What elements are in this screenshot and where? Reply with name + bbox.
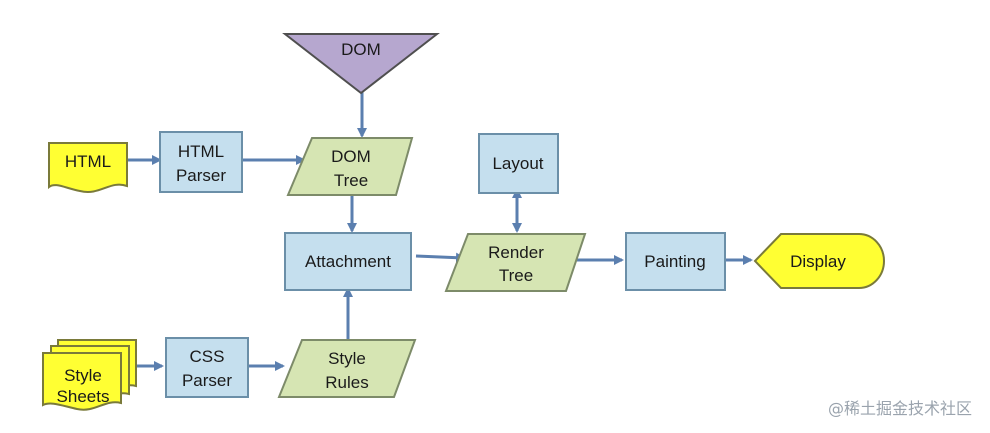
- style-sheets-label-line2: Sheets: [57, 387, 110, 406]
- watermark: @稀土掘金技术社区: [827, 399, 972, 418]
- css-parser-label-line2: Parser: [182, 371, 232, 390]
- display-label: Display: [790, 252, 846, 271]
- style-sheets-node: Style Sheets: [42, 339, 137, 411]
- dom-tree-label-line1: DOM: [331, 147, 371, 166]
- attachment-node: Attachment: [284, 232, 412, 291]
- dom-node: DOM: [282, 33, 440, 95]
- html-parser-node: HTML Parser: [159, 131, 243, 193]
- display-node: Display: [753, 233, 885, 289]
- layout-node: Layout: [478, 133, 559, 194]
- attachment-label: Attachment: [305, 252, 391, 271]
- render-tree-label-line2: Tree: [499, 266, 533, 285]
- html-label: HTML: [65, 152, 111, 171]
- html-document-node: HTML: [48, 142, 128, 193]
- dom-tree-label-line2: Tree: [334, 171, 368, 190]
- css-parser-label-line1: CSS: [190, 347, 225, 366]
- style-rules-label-line2: Rules: [325, 373, 368, 392]
- render-tree-label-line1: Render: [488, 243, 544, 262]
- html-parser-label-line1: HTML: [178, 142, 224, 161]
- style-rules-label-line1: Style: [328, 349, 366, 368]
- html-parser-label-line2: Parser: [176, 166, 226, 185]
- layout-label: Layout: [492, 154, 543, 173]
- arrows: [128, 92, 753, 371]
- render-tree-node: Render Tree: [444, 233, 587, 292]
- style-sheets-label-line1: Style: [64, 366, 102, 385]
- arrow-attachment-to-rendertree: [415, 252, 466, 263]
- painting-label: Painting: [644, 252, 705, 271]
- css-parser-node: CSS Parser: [165, 337, 249, 398]
- dom-tree-node: DOM Tree: [286, 137, 414, 196]
- painting-node: Painting: [625, 232, 726, 291]
- style-rules-node: Style Rules: [277, 339, 417, 398]
- dom-label: DOM: [341, 40, 381, 59]
